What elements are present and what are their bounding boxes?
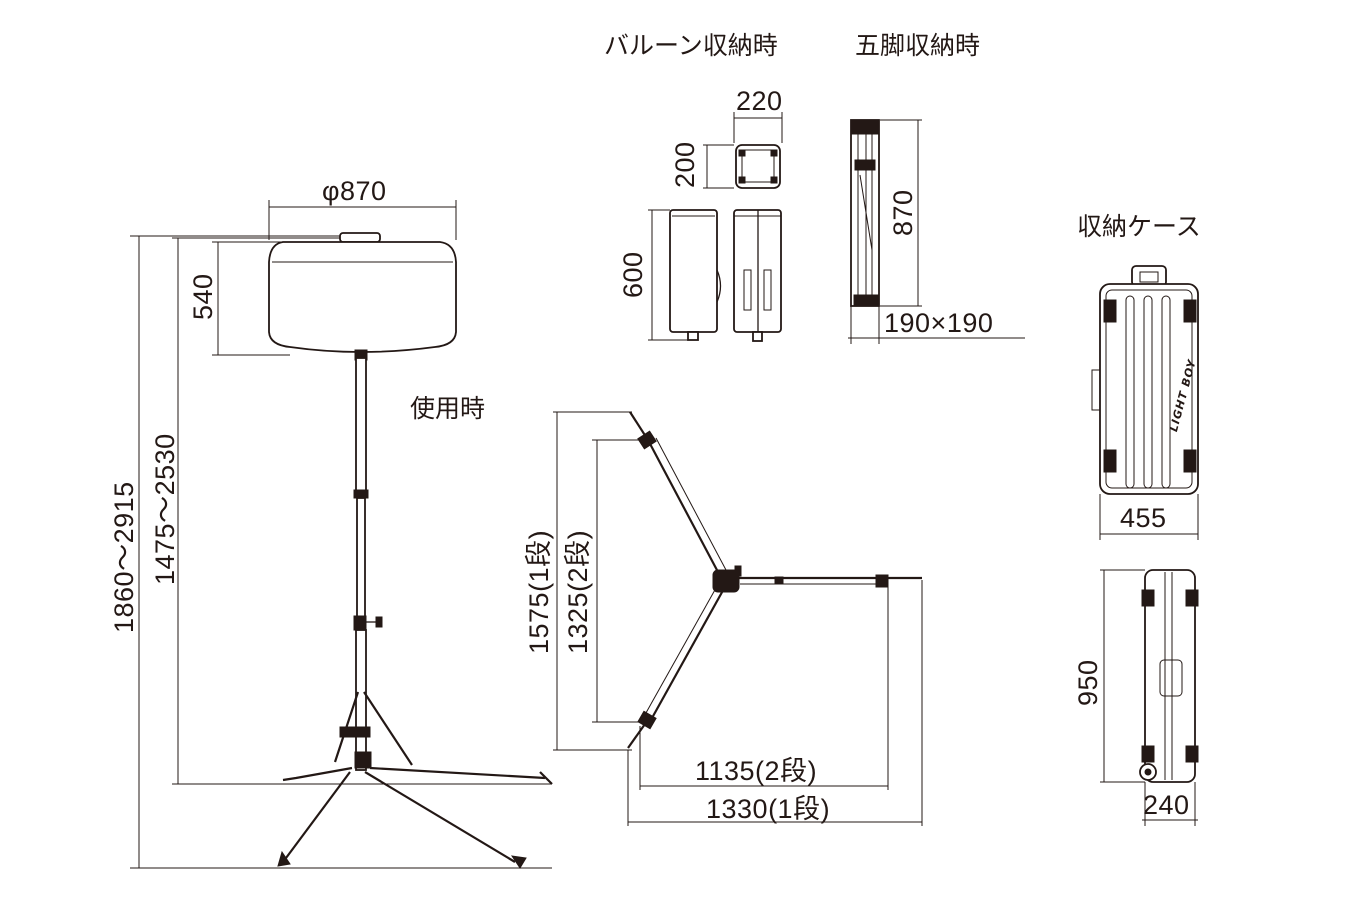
packed-balloon-top: [703, 112, 783, 189]
dim-case-width: 455: [1120, 503, 1167, 533]
case-side: [1100, 569, 1199, 826]
dim-case-length: 950: [1073, 659, 1103, 706]
dimension-lines-top-view: [553, 411, 923, 826]
dim-balloon-height: 540: [188, 273, 218, 320]
dim-packed-width: 220: [736, 86, 783, 116]
caption-balloon-stored: バルーン収納時: [604, 31, 778, 60]
mast: [353, 357, 383, 771]
dimension-lines-in-use: [130, 200, 552, 869]
dim-leg-1-stage-height: 1575(1段): [524, 529, 554, 654]
dim-leg-1-stage-span: 1330(1段): [706, 794, 831, 824]
balloon-stored-views: [648, 112, 783, 342]
packed-balloon-front: [733, 209, 782, 342]
tripod-legs: [627, 411, 922, 749]
dim-tripod-folded-footprint: 190×190: [884, 308, 994, 338]
caption-tripod-stored: 五脚収納時: [855, 31, 981, 60]
dim-balloon-diameter: φ870: [322, 176, 387, 206]
dim-total-height: 1860～2915: [109, 481, 139, 633]
tripod-base: [277, 691, 553, 869]
dim-leg-2-stage-span: 1135(2段): [695, 756, 818, 786]
tripod-top-view: [553, 411, 923, 826]
dim-tripod-folded-height: 870: [888, 189, 918, 236]
tripod-stored-view: [848, 119, 1025, 344]
dim-packed-depth: 200: [670, 141, 700, 188]
balloon: [268, 232, 457, 361]
dim-packed-height: 600: [618, 251, 648, 298]
in-use-view: [130, 200, 553, 869]
dim-case-depth: 240: [1143, 790, 1190, 820]
caption-case: 収納ケース: [1077, 212, 1201, 241]
dim-pole-height: 1475～2530: [150, 433, 180, 585]
case-front: [1091, 265, 1199, 540]
caption-in-use: 使用時: [410, 394, 486, 423]
storage-case-views: [1091, 265, 1199, 826]
packed-balloon-side: [648, 209, 722, 341]
dim-leg-2-stage-height: 1325(2段): [563, 529, 593, 654]
